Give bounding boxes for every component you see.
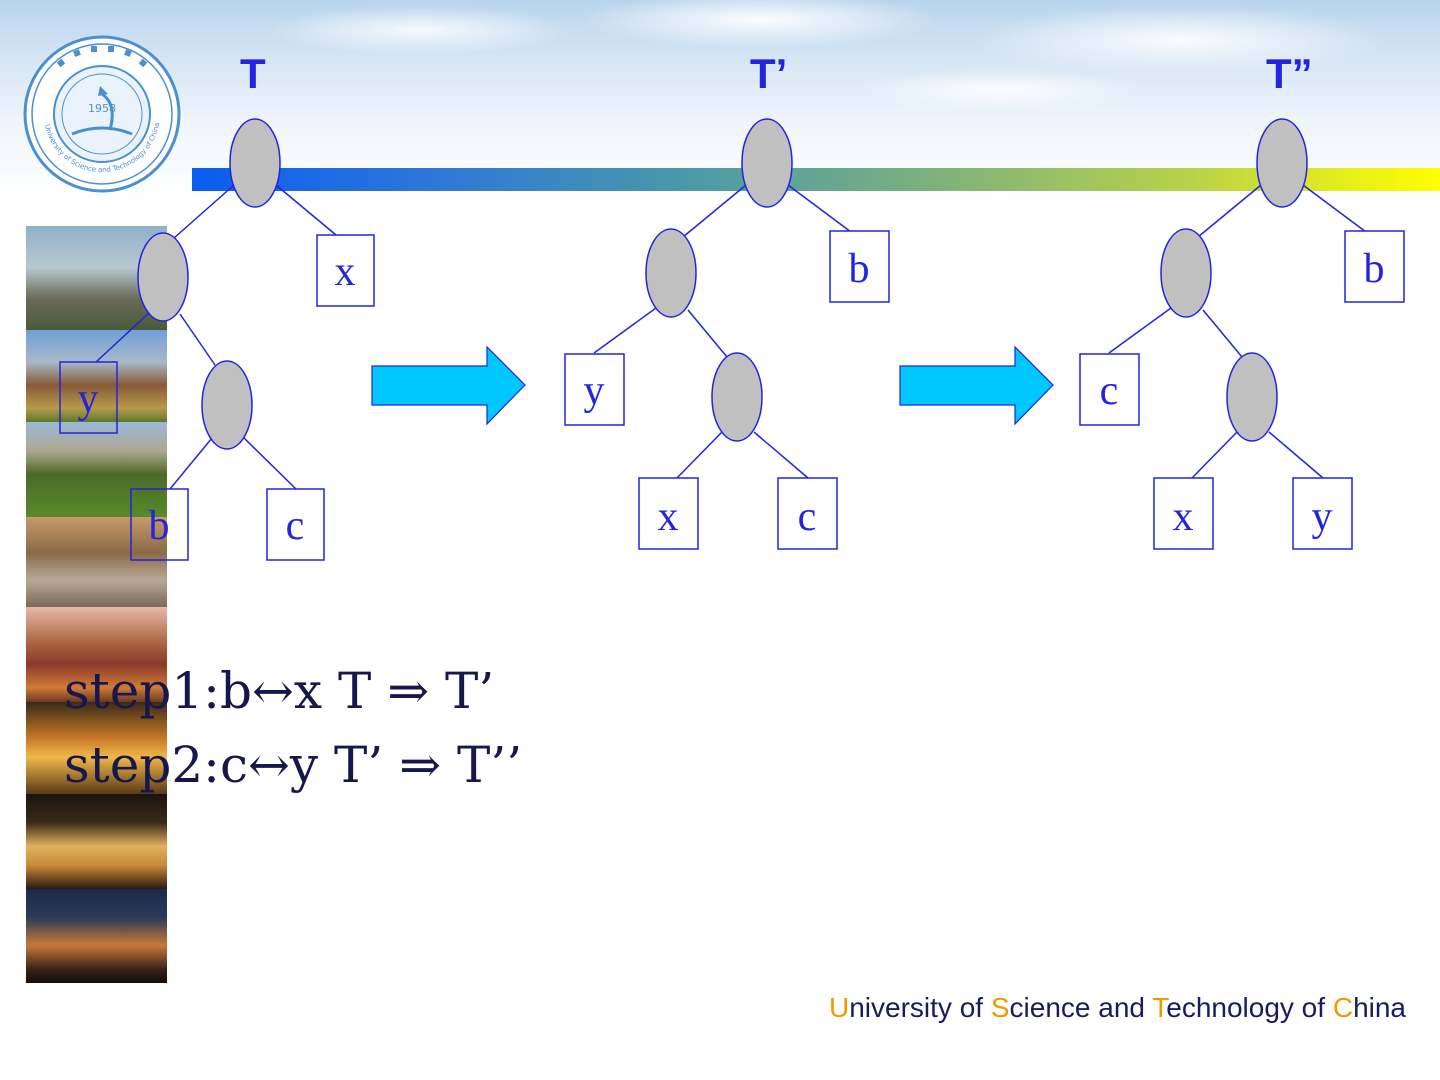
footer-part: C [1333, 992, 1353, 1023]
internal-node [646, 229, 696, 317]
edge [754, 432, 808, 478]
leaf-label: c [798, 494, 817, 540]
leaf-node: b [1345, 231, 1404, 302]
leaf-node: x [1154, 478, 1213, 549]
internal-node [1257, 119, 1307, 207]
leaf-node: y [565, 354, 624, 425]
footer-part: S [991, 992, 1010, 1023]
edge [683, 185, 746, 237]
step-1-text: step1:b↔x T ⇒ T’ [64, 666, 494, 716]
leaf-label: x [1173, 494, 1194, 540]
internal-node [230, 119, 280, 207]
leaf-label: b [849, 246, 870, 292]
internal-node [138, 233, 188, 321]
tree-t: x y b c [60, 119, 374, 560]
edge [1269, 432, 1323, 478]
leaf-label: x [658, 494, 679, 540]
leaf-node: c [267, 489, 324, 560]
internal-node [712, 353, 762, 441]
footer-part: hina [1353, 992, 1406, 1023]
leaf-label: c [1100, 368, 1119, 414]
leaf-label: c [286, 503, 305, 549]
edge [1109, 308, 1171, 353]
internal-node [742, 119, 792, 207]
leaf-label: b [1364, 246, 1385, 292]
edge [180, 314, 215, 365]
internal-node [1161, 229, 1211, 317]
edge [677, 432, 722, 478]
leaf-node: x [317, 235, 374, 306]
internal-node [1227, 353, 1277, 441]
tree-t-double-prime: b c x y [1080, 119, 1404, 549]
leaf-label: y [584, 368, 605, 414]
leaf-label: y [78, 376, 99, 422]
internal-node [202, 361, 252, 449]
footer-part: echnology of [1166, 992, 1333, 1023]
leaf-node: y [60, 362, 117, 433]
transform-arrow-1 [372, 347, 525, 424]
leaf-label: b [149, 503, 170, 549]
edge [174, 185, 234, 238]
leaf-node: b [131, 489, 188, 560]
footer-university-name: University of Science and Technology of … [829, 992, 1406, 1024]
tree-t-prime: b y x c [565, 119, 889, 549]
leaf-node: c [778, 478, 837, 549]
edge [170, 438, 212, 489]
leaf-label: y [1312, 494, 1333, 540]
leaf-node: x [639, 478, 698, 549]
edge [244, 438, 296, 489]
edge [1192, 432, 1237, 478]
leaf-node: b [830, 231, 889, 302]
leaf-node: y [1293, 478, 1352, 549]
edge [96, 312, 150, 362]
footer-part: niversity of [849, 992, 991, 1023]
leaf-label: x [335, 249, 356, 295]
leaf-node: c [1080, 354, 1139, 425]
step-2-text: step2:c↔y T’ ⇒ T’’ [64, 740, 522, 790]
footer-part: T [1152, 992, 1166, 1023]
edge [788, 185, 851, 232]
edge [1303, 185, 1366, 232]
edge [1198, 185, 1261, 237]
edge [1203, 310, 1242, 357]
edge [688, 310, 727, 357]
edge [276, 185, 336, 235]
edge [594, 308, 656, 353]
transform-arrow-2 [900, 347, 1053, 424]
footer-part: cience and [1010, 992, 1153, 1023]
footer-part: U [829, 992, 849, 1023]
